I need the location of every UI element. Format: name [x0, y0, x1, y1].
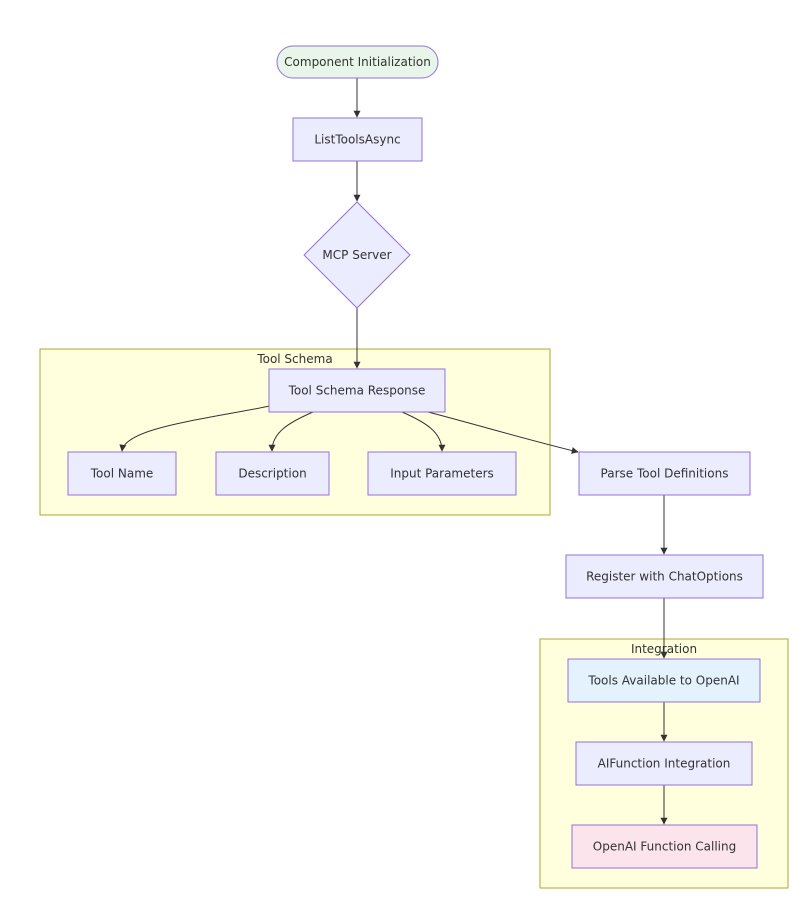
node-input-parameters: Input Parameters	[367, 451, 517, 496]
node-register-chat-options-label: Register with ChatOptions	[586, 570, 743, 584]
node-parse-tool-definitions: Parse Tool Definitions	[578, 451, 751, 496]
node-tool-name-label: Tool Name	[90, 467, 154, 481]
node-mcp-server: MCP Server	[303, 201, 411, 309]
edges-layer	[119, 78, 668, 825]
node-input-parameters-label: Input Parameters	[390, 467, 494, 481]
node-description-label: Description	[238, 467, 306, 481]
node-list-tools-async: ListToolsAsync	[292, 117, 423, 162]
node-list-tools-async-label: ListToolsAsync	[314, 133, 400, 147]
node-tool-schema-response: Tool Schema Response	[268, 368, 446, 413]
edge-schema-response-to-input-parameters	[401, 411, 446, 452]
node-tool-name: Tool Name	[67, 451, 177, 496]
node-register-chat-options: Register with ChatOptions	[565, 554, 764, 599]
node-tools-available-openai-label: Tools Available to OpenAI	[587, 674, 739, 688]
node-tools-available-openai: Tools Available to OpenAI	[567, 658, 761, 703]
node-aifunction-integration-label: AIFunction Integration	[598, 757, 731, 771]
node-parse-tool-definitions-label: Parse Tool Definitions	[601, 467, 729, 481]
node-component-initialization: Component Initialization	[276, 45, 439, 79]
cluster-tool-schema-label: Tool Schema	[256, 352, 332, 366]
node-openai-function-calling-label: OpenAI Function Calling	[593, 840, 736, 854]
node-openai-function-calling: OpenAI Function Calling	[571, 824, 758, 869]
edge-schema-response-to-description	[268, 411, 314, 452]
node-component-initialization-label: Component Initialization	[284, 55, 431, 69]
node-aifunction-integration: AIFunction Integration	[575, 741, 753, 786]
edge-schema-response-to-parse-definitions	[427, 411, 579, 454]
node-tool-schema-response-label: Tool Schema Response	[288, 384, 426, 398]
node-description: Description	[215, 451, 330, 496]
node-mcp-server-label: MCP Server	[322, 248, 391, 262]
edge-schema-response-to-tool-name	[119, 405, 271, 452]
